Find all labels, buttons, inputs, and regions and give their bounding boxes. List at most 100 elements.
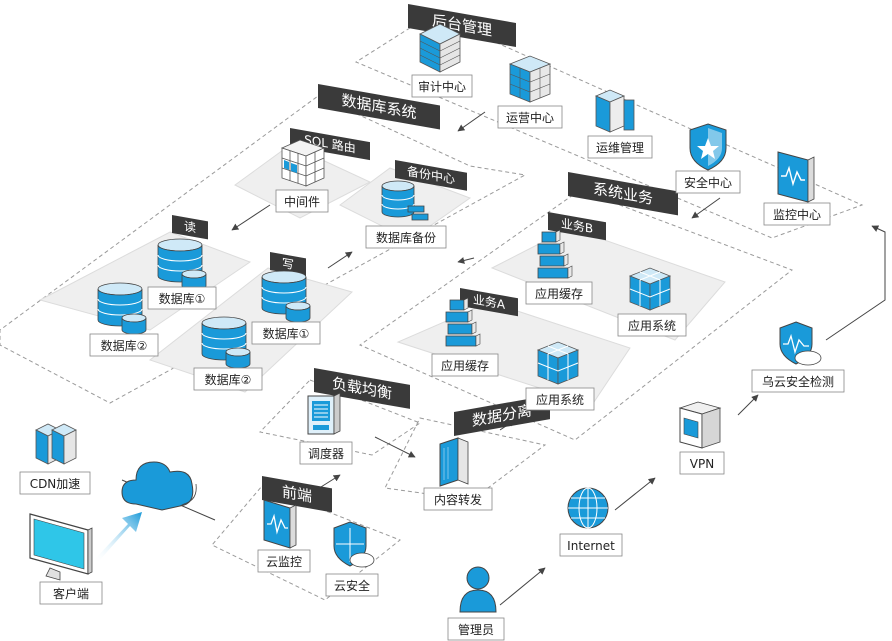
svg-text:审计中心: 审计中心 — [418, 79, 466, 94]
svg-text:应用系统: 应用系统 — [536, 392, 584, 407]
ops-management-label: 运维管理 — [587, 135, 653, 159]
arrow-backend-to-business — [691, 197, 721, 219]
audit-center-label: 审计中心 — [411, 74, 473, 98]
admin-user-icon — [459, 566, 497, 613]
db-backup-label: 数据库备份 — [365, 225, 447, 249]
banner-front-end: 前端 — [262, 476, 332, 513]
stacked-layers-icon — [445, 297, 481, 347]
svg-text:应用系统: 应用系统 — [628, 318, 676, 333]
cloud-monitor-icon — [263, 499, 297, 549]
svg-text:数据库②: 数据库② — [101, 338, 148, 353]
svg-text:云安全: 云安全 — [334, 578, 370, 593]
load-balance-zone — [259, 379, 422, 456]
app-system-cube-icon — [536, 341, 580, 385]
front-zone — [211, 485, 401, 601]
banner-read: 读 — [172, 215, 208, 240]
svg-text:Internet: Internet — [567, 539, 615, 553]
db-backup-icon — [381, 180, 429, 221]
banner-backup-center: 备份中心 — [395, 160, 467, 191]
client-label: 客户端 — [39, 581, 103, 605]
svg-text:应用缓存: 应用缓存 — [441, 358, 489, 373]
cdn-label: CDN加速 — [19, 471, 91, 495]
banner-business-a: 业务A — [460, 288, 518, 317]
cloud-shield-icon — [333, 521, 375, 568]
monitor-center-label: 监控中心 — [763, 202, 831, 226]
banner-write: 写 — [270, 251, 306, 277]
arrow-write-to-backup — [327, 251, 353, 269]
svg-text:VPN: VPN — [690, 457, 714, 471]
shield-star-icon — [689, 123, 727, 171]
cdn-server-icon — [35, 423, 77, 465]
svg-text:内容转发: 内容转发 — [434, 492, 482, 507]
admin-label: 管理员 — [447, 617, 505, 641]
scheduler-label: 调度器 — [299, 441, 353, 465]
cloud-security-detect-label: 乌云安全检测 — [751, 369, 845, 393]
grid-server-icon — [508, 55, 552, 103]
content-forward-icon — [439, 437, 469, 487]
svg-text:客户端: 客户端 — [53, 586, 89, 601]
db-read-2-label: 数据库② — [89, 333, 159, 357]
db-write-2-label: 数据库② — [193, 367, 263, 391]
line-scheduler-forward — [374, 436, 416, 458]
svg-text:监控中心: 监控中心 — [773, 207, 821, 222]
tower-server-icon — [594, 89, 635, 133]
database-icon — [261, 270, 311, 323]
monitor-panel-icon — [777, 151, 815, 203]
svg-text:读: 读 — [184, 219, 196, 235]
line-admin-internet — [499, 567, 546, 606]
svg-text:写: 写 — [282, 256, 294, 272]
svg-text:应用缓存: 应用缓存 — [535, 286, 583, 301]
database-icon — [201, 316, 251, 369]
database-icon — [97, 282, 147, 335]
svg-text:数据库②: 数据库② — [205, 372, 252, 387]
vpn-label: VPN — [679, 451, 725, 475]
cloud-monitor-label: 云监控 — [257, 549, 311, 573]
upload-arrow-icon — [94, 512, 142, 562]
svg-text:数据库①: 数据库① — [159, 291, 206, 306]
vpn-icon — [678, 401, 722, 449]
banner-system-business: 系统业务 — [568, 172, 678, 216]
database-icon — [157, 238, 207, 291]
svg-text:云监控: 云监控 — [266, 555, 302, 569]
database-zone — [0, 95, 527, 404]
business-zone — [358, 189, 794, 441]
arrow-business-to-db — [457, 257, 475, 264]
svg-text:管理员: 管理员 — [458, 622, 494, 637]
line-internet-vpn — [614, 477, 656, 511]
svg-text:前端: 前端 — [282, 483, 312, 506]
svg-text:安全中心: 安全中心 — [684, 175, 732, 190]
db-read-1-label: 数据库① — [147, 286, 217, 310]
arrow-sql-to-read — [231, 204, 271, 231]
security-center-label: 安全中心 — [675, 170, 741, 194]
svg-text:业务B: 业务B — [561, 215, 593, 236]
stacked-layers-icon — [537, 229, 573, 279]
svg-text:数据库备份: 数据库备份 — [376, 230, 436, 245]
middleware-label: 中间件 — [275, 189, 329, 213]
internet-label: Internet — [559, 533, 623, 557]
banner-business-b: 业务B — [548, 212, 606, 241]
scheduler-icon — [307, 392, 341, 435]
svg-text:乌云安全检测: 乌云安全检测 — [762, 374, 834, 389]
cloud-detect-shield-icon — [779, 321, 822, 366]
cloud-icon — [121, 461, 197, 511]
app-system-a-label: 应用系统 — [525, 387, 595, 411]
line-detect-backend — [825, 225, 886, 341]
line-vpn-detect — [737, 394, 759, 416]
globe-icon — [567, 487, 609, 529]
business-a-platform — [396, 301, 631, 406]
svg-text:数据库①: 数据库① — [263, 326, 310, 341]
app-system-cube-icon — [628, 267, 672, 311]
svg-text:中间件: 中间件 — [284, 194, 320, 209]
app-cache-a-label: 应用缓存 — [431, 353, 499, 377]
server-rack-icon — [419, 23, 461, 73]
operation-center-label: 运营中心 — [497, 105, 563, 129]
client-monitor-icon — [29, 513, 93, 581]
svg-text:业务A: 业务A — [473, 291, 506, 312]
app-cache-b-label: 应用缓存 — [525, 281, 593, 305]
svg-text:CDN加速: CDN加速 — [30, 477, 81, 491]
svg-text:调度器: 调度器 — [308, 446, 344, 461]
middleware-icon — [280, 139, 326, 187]
content-forward-label: 内容转发 — [423, 487, 493, 511]
arrow-backend-to-db — [457, 111, 486, 132]
